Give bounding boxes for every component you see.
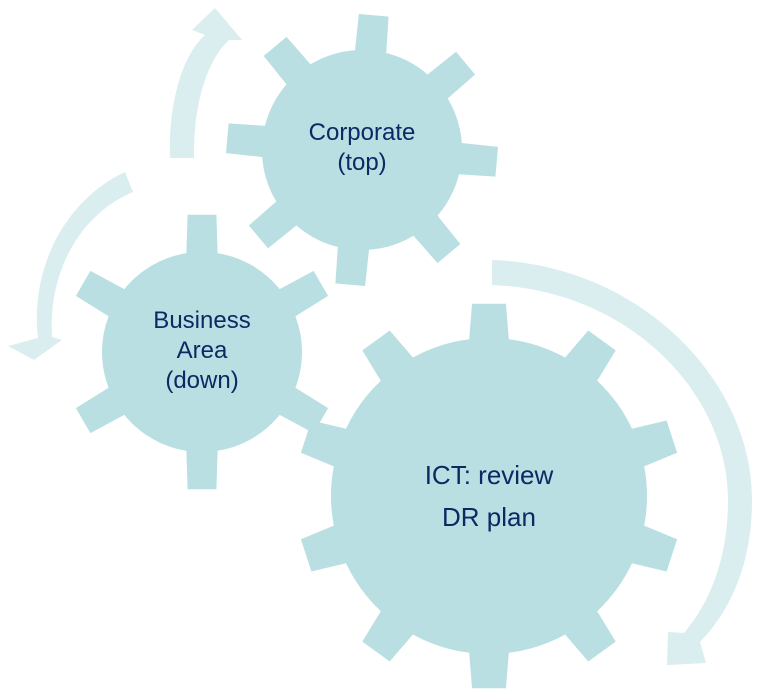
arrow-ict-cycle-icon <box>492 260 752 665</box>
gear-corporate <box>226 14 498 286</box>
gear-ict-label: ICT: review DR plan <box>425 454 554 538</box>
gear-business-area-label-line-3: (down) <box>165 367 239 394</box>
gear-business-area-label-line-2: Area <box>176 337 228 364</box>
gear-ict <box>300 303 678 689</box>
gear-business-area-label-line-1: Business <box>153 307 251 334</box>
gear-corporate-label-line-2: (top) <box>337 149 387 176</box>
gear-corporate-label: Corporate (top) <box>309 118 416 178</box>
arrow-corporate-cycle-icon <box>169 8 242 158</box>
gear-ict-label-line-2: DR plan <box>442 502 536 532</box>
gear-business-area <box>75 214 329 490</box>
gear-ict-label-line-1: ICT: review <box>424 460 554 490</box>
gear-corporate-label-line-1: Corporate <box>308 119 416 146</box>
arrow-business-cycle-icon <box>8 172 133 360</box>
gear-business-area-label: Business Area (down) <box>153 306 250 396</box>
